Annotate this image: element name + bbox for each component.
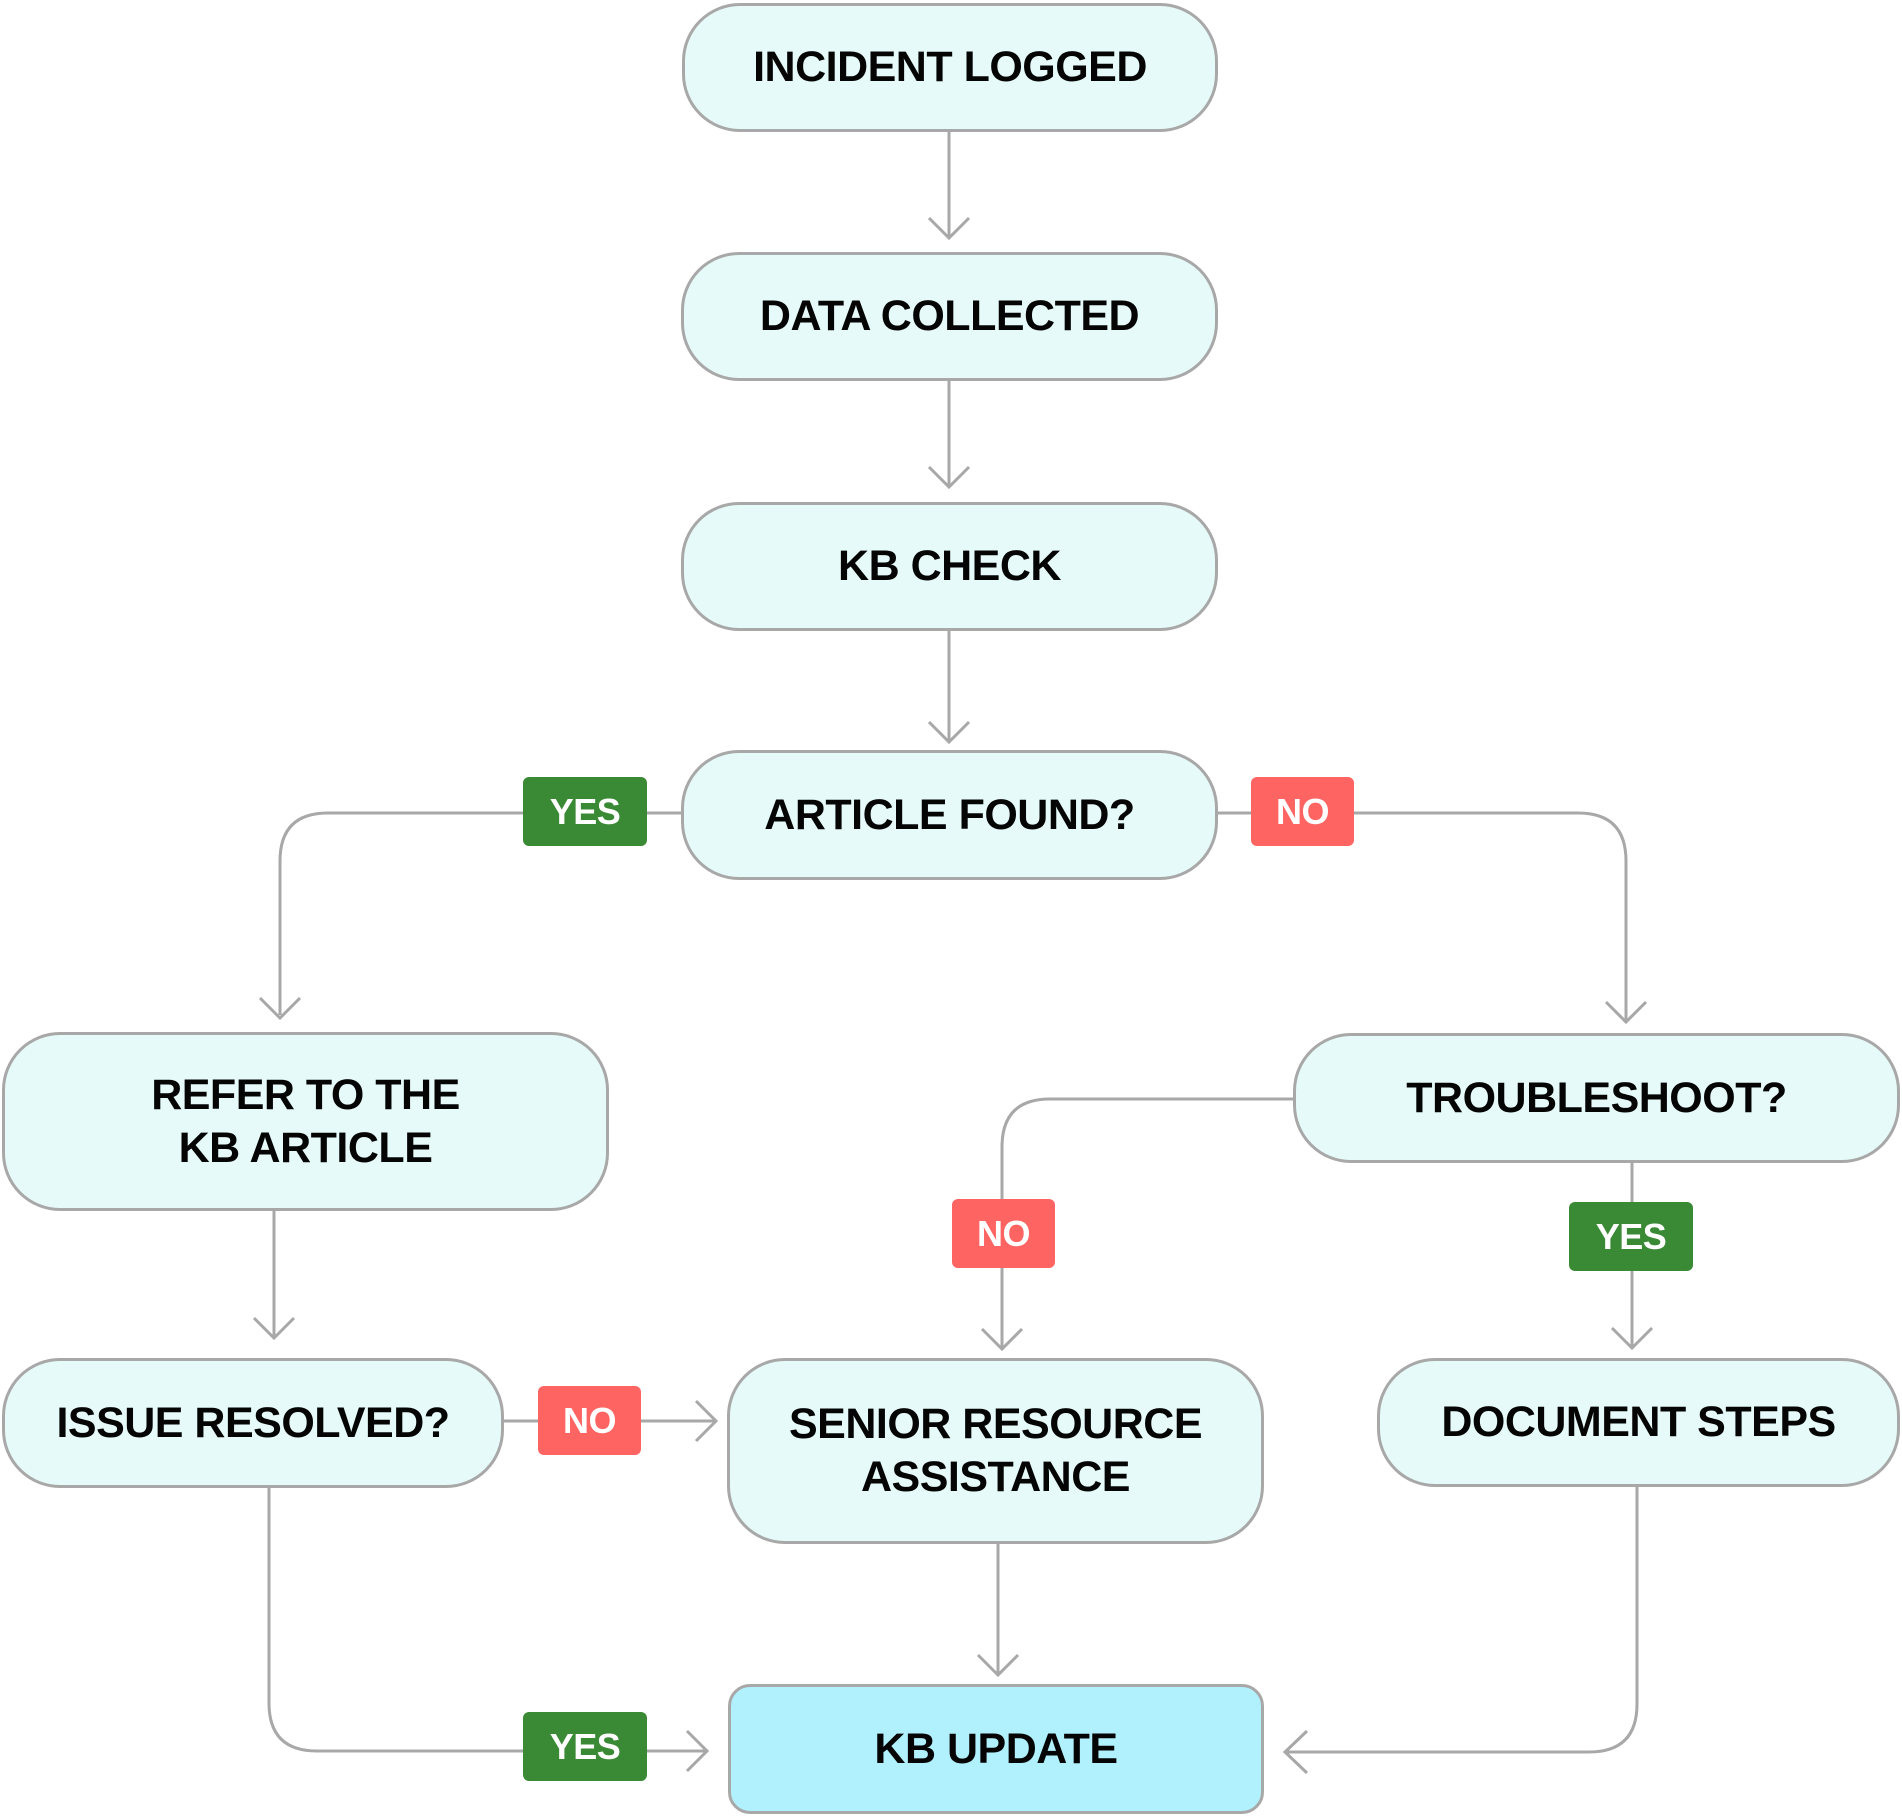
node-label: KB CHECK <box>838 542 1061 590</box>
arrowhead-icon <box>1282 1729 1309 1775</box>
edge-article-no-to-troubleshoot <box>1218 811 1628 1020</box>
node-refer-kb-article: REFER TO THE KB ARTICLE <box>2 1032 609 1211</box>
arrowhead-icon <box>927 216 971 241</box>
node-label: ARTICLE FOUND? <box>764 790 1135 839</box>
arrowhead-icon <box>927 720 971 745</box>
badge-troubleshoot-no: NO <box>952 1199 1055 1268</box>
node-label: REFER TO THE KB ARTICLE <box>151 1070 460 1172</box>
arrowhead-icon <box>1604 1000 1648 1025</box>
arrowhead-icon <box>694 1399 719 1443</box>
node-issue-resolved: ISSUE RESOLVED? <box>2 1358 504 1488</box>
badge-article-no: NO <box>1251 777 1354 846</box>
node-data-collected: DATA COLLECTED <box>681 252 1218 381</box>
node-troubleshoot: TROUBLESHOOT? <box>1293 1033 1900 1163</box>
arrowhead-icon <box>980 1327 1024 1352</box>
edge-troubleshoot-no-to-senior <box>1000 1097 1293 1347</box>
edge-document-to-kbupdate <box>1285 1487 1639 1754</box>
node-label: KB UPDATE <box>874 1724 1118 1773</box>
arrowhead-icon <box>258 996 302 1021</box>
badge-article-yes: YES <box>523 777 647 846</box>
arrowhead-icon <box>252 1316 296 1341</box>
node-kb-check: KB CHECK <box>681 502 1218 631</box>
badge-issue-yes: YES <box>523 1712 647 1781</box>
node-label: ISSUE RESOLVED? <box>56 1398 450 1447</box>
node-label: SENIOR RESOURCE ASSISTANCE <box>788 1400 1203 1501</box>
edge-article-yes-to-refer <box>278 811 682 1015</box>
node-document-steps: DOCUMENT STEPS <box>1377 1358 1900 1487</box>
node-kb-update: KB UPDATE <box>728 1684 1264 1814</box>
node-label: DOCUMENT STEPS <box>1441 1398 1836 1446</box>
badge-issue-no: NO <box>538 1386 641 1455</box>
arrowhead-icon <box>976 1653 1020 1678</box>
node-senior-resource-assistance: SENIOR RESOURCE ASSISTANCE <box>727 1358 1264 1544</box>
node-article-found: ARTICLE FOUND? <box>681 750 1218 880</box>
node-label: TROUBLESHOOT? <box>1406 1073 1787 1122</box>
node-label: DATA COLLECTED <box>759 292 1140 340</box>
node-label: INCIDENT LOGGED <box>753 43 1147 91</box>
arrowhead-icon <box>927 465 971 490</box>
edge-issue-yes-to-kbupdate <box>267 1488 705 1753</box>
arrowhead-icon <box>685 1729 710 1773</box>
arrowhead-icon <box>1610 1326 1654 1351</box>
node-incident-logged: INCIDENT LOGGED <box>682 3 1218 132</box>
badge-troubleshoot-yes: YES <box>1569 1202 1693 1271</box>
